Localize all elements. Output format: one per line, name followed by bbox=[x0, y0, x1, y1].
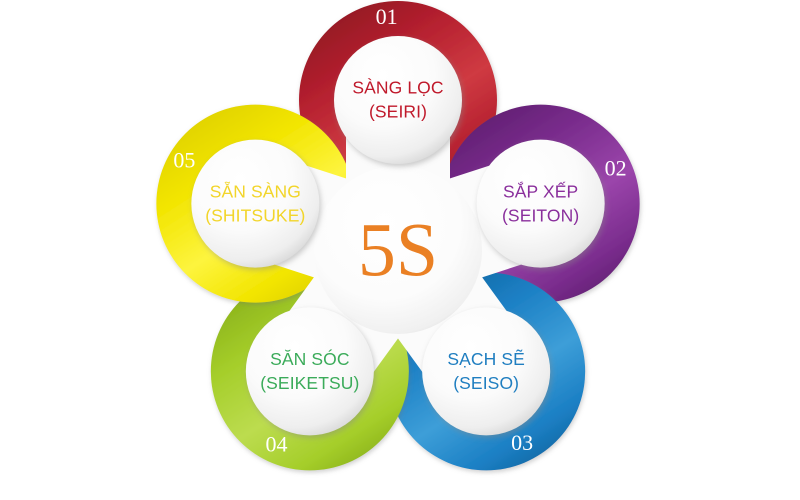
petal-label-jp-04: (SEIKETSU) bbox=[260, 373, 359, 393]
petal-label-jp-03: (SEISO) bbox=[453, 373, 519, 393]
petal-label-vi-01: SÀNG LỌC bbox=[352, 78, 443, 98]
petal-inner-circle-03[interactable] bbox=[422, 307, 551, 436]
petal-text-layer: SÀNG LỌC (SEIRI) SẮP XẾP (SEITON) SẠCH SẼ (SE… bbox=[173, 4, 626, 456]
petal-inner-circle-04[interactable] bbox=[245, 307, 374, 436]
petal-number-04: 04 bbox=[265, 431, 287, 456]
petal-inner-circles-layer bbox=[191, 36, 605, 436]
center-hub-face bbox=[314, 166, 482, 334]
petal-number-01: 01 bbox=[376, 4, 398, 29]
center-5s-label: 5S bbox=[358, 208, 438, 292]
petal-number-03: 03 bbox=[511, 430, 533, 455]
petal-label-jp-02: (SEITON) bbox=[502, 205, 579, 225]
petal-inner-circle-05[interactable] bbox=[191, 139, 320, 268]
petal-number-02: 02 bbox=[605, 155, 627, 180]
petal-inner-circle-01[interactable] bbox=[334, 36, 462, 164]
petal-label-jp-05: (SHITSUKE) bbox=[205, 205, 305, 225]
petal-number-05: 05 bbox=[173, 148, 195, 173]
petal-label-vi-05: SẴN SÀNG bbox=[210, 180, 301, 201]
petal-label-vi-02: SẮP XẾP bbox=[503, 180, 578, 201]
petal-label-vi-04: SĂN SÓC bbox=[270, 348, 349, 369]
petal-inner-circle-02[interactable] bbox=[476, 139, 605, 268]
petal-label-jp-01: (SEIRI) bbox=[369, 102, 427, 122]
petal-label-vi-03: SẠCH SẼ bbox=[447, 348, 525, 369]
